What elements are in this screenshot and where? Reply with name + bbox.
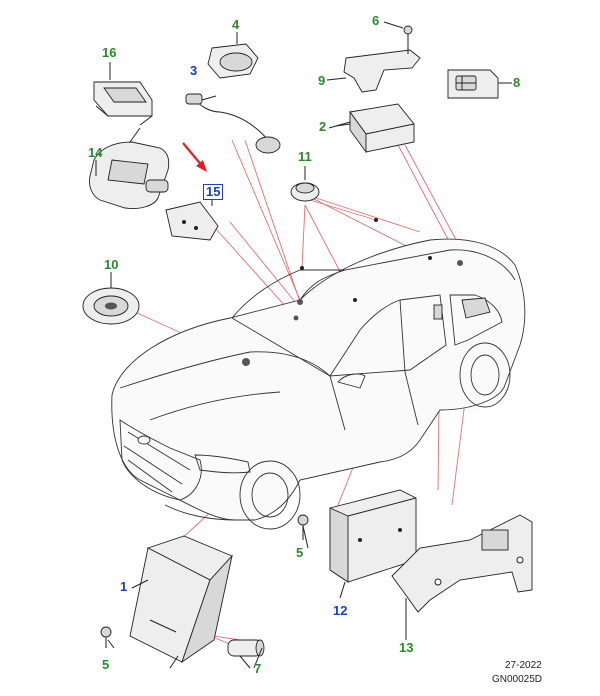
part-2-module xyxy=(335,103,415,154)
part-10-speaker xyxy=(82,272,140,325)
part-3-antenna-cable xyxy=(185,93,281,154)
callout-1: 1 xyxy=(120,579,128,594)
callout-2: 2 xyxy=(319,119,327,134)
part-7-battery xyxy=(227,639,265,669)
part-15-bracket xyxy=(165,200,219,241)
callout-4: 4 xyxy=(232,17,240,32)
callout-6: 6 xyxy=(372,13,380,28)
part-13-bracket xyxy=(391,514,533,640)
part-12-module xyxy=(329,489,417,599)
callout-8: 8 xyxy=(513,75,521,90)
part-8-sim-card xyxy=(447,69,512,99)
callout-14: 14 xyxy=(88,145,103,160)
callout-7: 7 xyxy=(254,661,262,676)
callout-leaders xyxy=(95,62,351,669)
footer-date: 27-2022 xyxy=(505,660,542,671)
part-1-module xyxy=(129,535,233,669)
callout-12: 12 xyxy=(333,603,348,618)
part-14-module xyxy=(89,127,170,209)
part-16-bracket xyxy=(93,81,153,126)
callout-16: 16 xyxy=(102,45,117,60)
callout-9: 9 xyxy=(318,73,326,88)
callout-5-mid: 5 xyxy=(296,545,304,560)
callout-13: 13 xyxy=(399,640,414,655)
callout-15: 15 xyxy=(203,184,224,200)
footer-code: GN00025D xyxy=(492,674,543,685)
callout-3: 3 xyxy=(190,63,198,78)
part-5-screw-lower xyxy=(100,626,112,648)
callout-5-lower: 5 xyxy=(102,657,110,672)
vehicle-outline xyxy=(111,218,526,530)
red-arrow xyxy=(182,142,207,172)
callout-10: 10 xyxy=(104,257,119,272)
part-4-antenna xyxy=(207,32,259,79)
part-9-bracket xyxy=(343,21,421,93)
callout-11: 11 xyxy=(298,149,312,164)
part-11-antenna xyxy=(290,166,320,202)
